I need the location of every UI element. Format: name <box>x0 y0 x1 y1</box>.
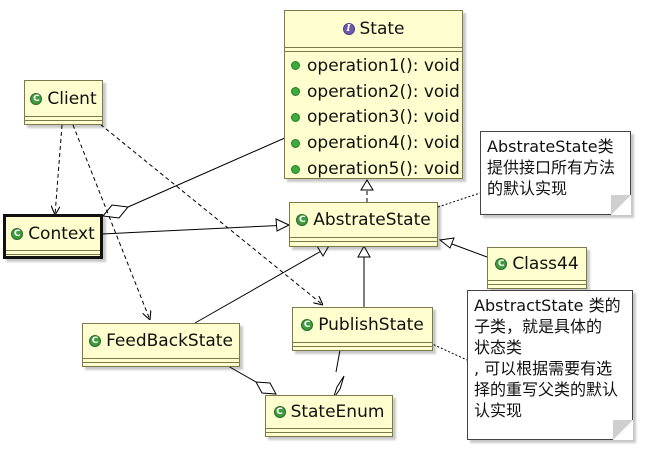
class-publish-state-header: C PublishState <box>293 308 432 342</box>
operation-label: operation4(): void <box>307 133 460 154</box>
class-state-enum[interactable]: C StateEnum <box>265 395 393 437</box>
class-icon: C <box>273 406 286 418</box>
class-context-name: Context <box>28 223 95 244</box>
class-icon: C <box>89 335 102 347</box>
class-divider <box>266 428 392 429</box>
note-fold-corner <box>613 420 633 440</box>
note-line: 择的重写父类的默认 <box>474 380 619 399</box>
note-abstractstate[interactable]: AbstrateState类 提供接口所有方法 的默认实现 <box>480 131 631 215</box>
dependency-client-context <box>55 124 63 215</box>
aggregation-diamond-feedback <box>255 381 277 395</box>
public-method-icon <box>291 61 300 71</box>
class-class44-header: C Class44 <box>488 248 586 280</box>
operation-label: operation1(): void <box>307 55 460 76</box>
aggregation-diamond-context <box>102 204 129 219</box>
class-divider <box>290 237 437 238</box>
class-abstract-state-header: C AbstrateState <box>290 203 437 237</box>
class-feedback-state-name: FeedBackState <box>106 331 233 351</box>
operation-label: operation2(): void <box>307 81 460 102</box>
class-divider <box>83 358 239 359</box>
interface-icon: I <box>342 23 355 35</box>
class-publish-state-name: PublishState <box>318 315 424 335</box>
class-icon: C <box>301 319 314 331</box>
note2-anchor <box>429 342 468 361</box>
class-divider <box>266 432 392 433</box>
class-divider <box>293 346 432 347</box>
generalization-arrow-context <box>275 218 291 232</box>
class-state-name: State <box>359 19 405 39</box>
class-class44-name: Class44 <box>512 254 579 274</box>
aggregation-feedback-stateenum <box>227 365 257 383</box>
class-divider <box>488 280 586 281</box>
class-divider <box>25 120 102 121</box>
class-divider <box>6 250 100 251</box>
public-method-icon <box>291 138 300 148</box>
note-fold-corner <box>611 195 631 215</box>
class-class44[interactable]: C Class44 <box>487 247 587 289</box>
aggregation-diamond-publish <box>332 375 345 400</box>
class-state-divider-2 <box>285 51 462 52</box>
class-icon: C <box>495 258 508 270</box>
operations-list: operation1(): void operation2(): void op… <box>285 53 462 182</box>
class-icon: C <box>296 214 309 226</box>
generalization-arrow-class44 <box>438 237 455 249</box>
aggregation-publish-stateenum <box>335 349 341 373</box>
class-icon: C <box>11 227 24 240</box>
association-context-state <box>127 136 288 208</box>
note-line: , 可以根据需要有选 <box>474 359 613 378</box>
class-state-enum-name: StateEnum <box>290 402 385 422</box>
realization-arrow <box>360 179 374 191</box>
generalization-feedback <box>194 249 324 324</box>
class-icon: C <box>30 92 43 105</box>
note1-anchor <box>437 192 481 208</box>
class-state-enum-header: C StateEnum <box>266 396 392 428</box>
class-feedback-state-header: C FeedBackState <box>83 324 239 358</box>
note-line: AbstractState 类的 <box>474 296 621 315</box>
class-client-header: C Client <box>25 81 102 116</box>
operation-label: operation3(): void <box>307 107 460 128</box>
public-method-icon <box>291 164 300 174</box>
note-line: 子类，就是具体的 <box>474 317 603 336</box>
class-divider <box>293 342 432 343</box>
class-feedback-state[interactable]: C FeedBackState <box>82 323 240 367</box>
generalization-arrow-publish <box>357 244 371 258</box>
operation-item[interactable]: operation3(): void <box>285 105 462 131</box>
note-line: 的默认实现 <box>487 179 568 198</box>
class-context-header: C Context <box>6 217 100 250</box>
class-context[interactable]: C Context <box>3 214 103 259</box>
note-line: 状态类 <box>474 338 523 357</box>
class-divider <box>6 254 100 255</box>
class-divider <box>290 241 437 242</box>
association-context-abstractstate <box>101 224 290 235</box>
note-line: 认实现 <box>474 401 523 420</box>
class-abstract-state-name: AbstrateState <box>313 210 431 230</box>
note-line: AbstrateState类 <box>487 137 614 156</box>
public-method-icon <box>291 112 300 122</box>
operation-item[interactable]: operation4(): void <box>285 130 462 156</box>
operation-label: operation5(): void <box>307 159 460 180</box>
class-divider <box>83 362 239 363</box>
class-divider <box>25 116 102 117</box>
class-abstract-state[interactable]: C AbstrateState <box>289 202 438 247</box>
class-state-divider <box>285 47 462 48</box>
class-client[interactable]: C Client <box>24 80 103 125</box>
class-state-header: I State <box>285 11 462 47</box>
class-divider <box>488 284 586 285</box>
class-publish-state[interactable]: C PublishState <box>292 307 433 351</box>
public-method-icon <box>291 87 300 97</box>
note-concrete-states[interactable]: AbstractState 类的 子类，就是具体的 状态类 , 可以根据需要有选… <box>467 290 633 440</box>
operation-item[interactable]: operation1(): void <box>285 53 462 79</box>
generalization-class44 <box>451 243 488 258</box>
class-client-name: Client <box>47 88 97 109</box>
operation-item[interactable]: operation5(): void <box>285 156 462 182</box>
operation-item[interactable]: operation2(): void <box>285 79 462 105</box>
note-line: 提供接口所有方法 <box>487 158 616 177</box>
class-state[interactable]: I State operation1(): void operation2():… <box>284 10 463 179</box>
